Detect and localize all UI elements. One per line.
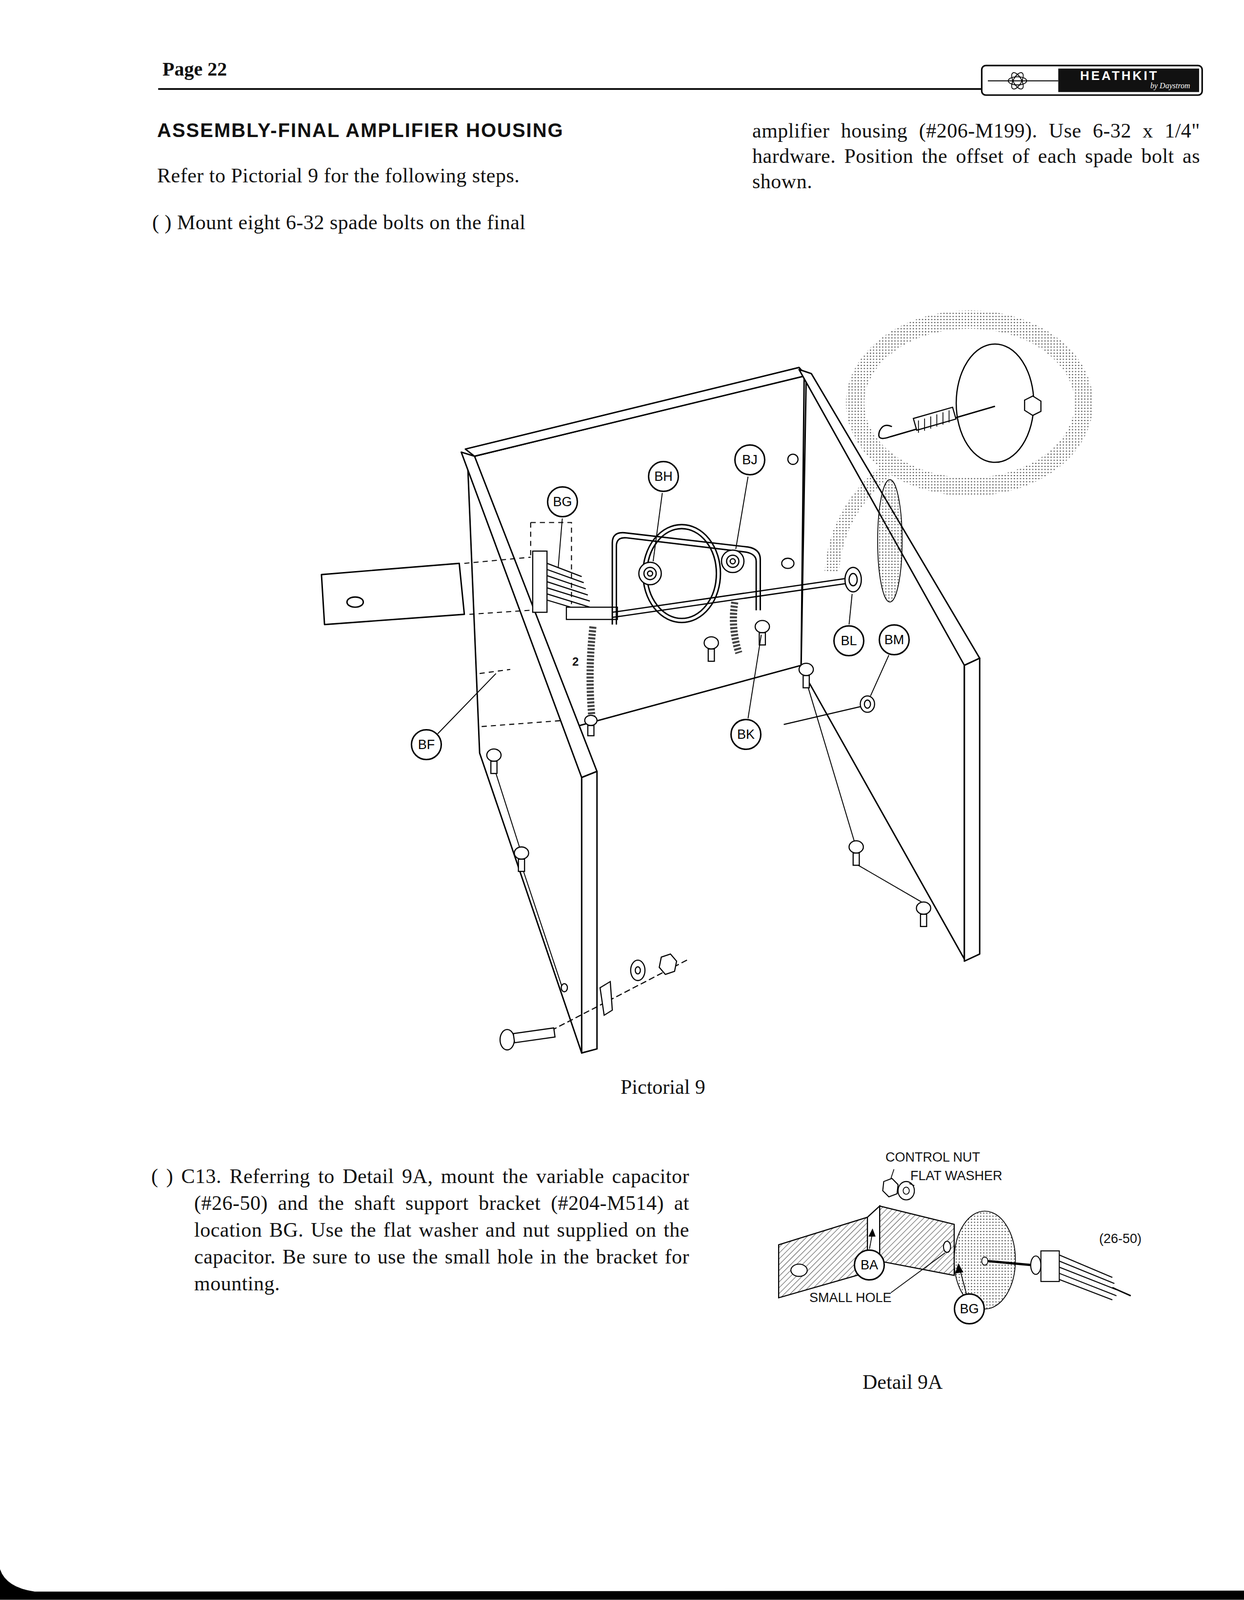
variable-capacitor <box>532 551 618 620</box>
inset-view <box>831 319 1084 602</box>
part-label: CONTROL NUT <box>885 1150 981 1165</box>
callout-circle: BG <box>953 1293 985 1325</box>
brand-subtitle: by Daystrom <box>1150 81 1191 90</box>
screw-hardware <box>500 954 689 1051</box>
figure-caption: Detail 9A <box>862 1370 943 1395</box>
part-number: (26-50) <box>1099 1231 1142 1247</box>
callout-label: BG <box>959 1303 979 1317</box>
callout-circle: BH <box>647 461 680 493</box>
callout-label: BL <box>840 634 857 648</box>
standoff-insulators <box>639 550 744 585</box>
instruction-step: ( ) C13. Referring to Detail 9A, mount t… <box>151 1163 690 1298</box>
callout-circle: BG <box>546 486 579 518</box>
instruction-text: Refer to Pictorial 9 for the following s… <box>157 162 660 189</box>
figure-caption: Pictorial 9 <box>620 1075 706 1100</box>
callout-label: BG <box>552 495 572 509</box>
instruction-step: ( ) Mount eight 6-32 spade bolts on the … <box>152 209 526 236</box>
brand-logo: HEATHKIT <box>1080 69 1160 82</box>
callout-label: BJ <box>742 453 758 467</box>
callout-circle: BJ <box>734 444 766 476</box>
callout-label: BK <box>737 728 755 742</box>
leader-lines <box>437 476 889 734</box>
detail-9a <box>778 1169 1131 1310</box>
callout-label: BF <box>418 738 436 752</box>
part-label: SMALL HOLE <box>809 1290 892 1306</box>
feedthrough <box>783 696 875 725</box>
callout-label: BA <box>860 1259 879 1273</box>
terminal-number: 2 <box>572 655 579 669</box>
header <box>158 65 1203 96</box>
callout-circle: BF <box>410 729 442 761</box>
callout-label: BH <box>654 470 673 484</box>
instruction-text: amplifier housing (#206-M199). Use 6-32 … <box>752 118 1201 195</box>
hidden-lines <box>464 522 572 727</box>
callout-circle: BK <box>730 719 762 751</box>
assembly-lines <box>496 687 922 988</box>
callout-circle: BA <box>853 1249 885 1282</box>
callout-circle: BL <box>833 625 865 657</box>
braid-strap <box>590 602 740 718</box>
section-title: ASSEMBLY-FINAL AMPLIFIER HOUSING <box>157 119 564 142</box>
callout-label: BM <box>884 633 905 647</box>
page-number: Page 22 <box>162 57 227 81</box>
spade-bolts <box>486 454 931 927</box>
callout-circle: BM <box>878 624 910 656</box>
scan-edge <box>0 1569 1244 1600</box>
housing <box>321 367 980 1054</box>
part-label: FLAT WASHER <box>910 1168 1003 1184</box>
